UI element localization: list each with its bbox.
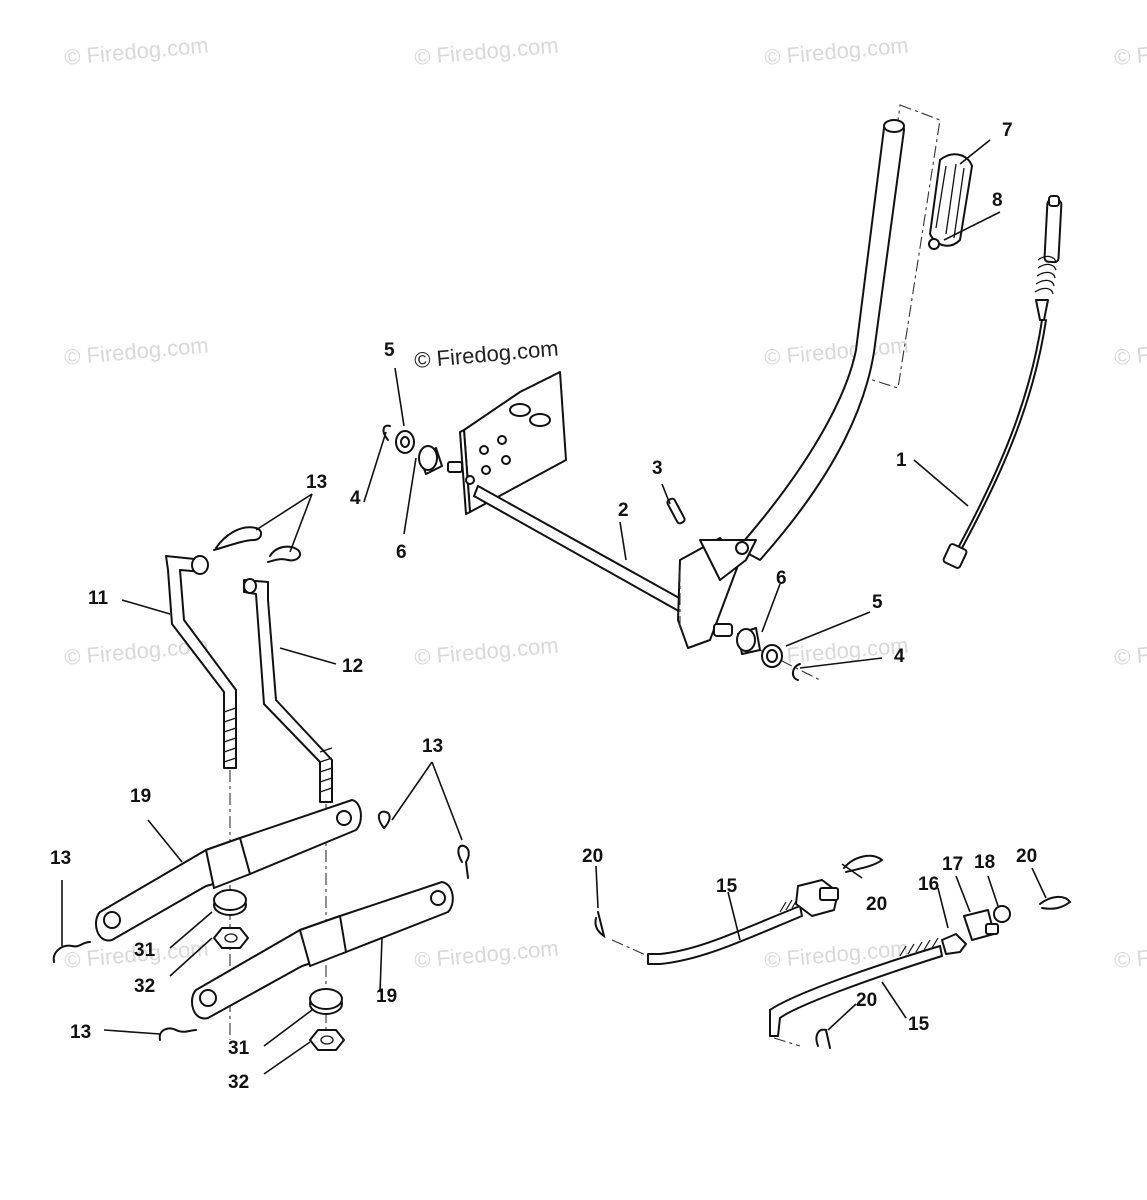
part-lift-shaft: [473, 485, 821, 681]
part-spacer-nut-lower: [309, 988, 345, 1051]
parts-left-fasteners: [382, 424, 463, 475]
callout-31: 31: [228, 1038, 250, 1059]
callout-6: 6: [776, 568, 787, 589]
callout-4: 4: [894, 646, 905, 667]
callout-2: 2: [618, 500, 629, 521]
callout-32: 32: [134, 976, 155, 997]
callout-11: 11: [88, 588, 109, 609]
watermark: © Firedog.com: [413, 935, 559, 973]
callout-20: 20: [856, 990, 877, 1011]
callout-15: 15: [908, 1014, 930, 1035]
callout-6: 6: [396, 542, 407, 563]
leader-lines: [61, 139, 1047, 1075]
callout-20: 20: [1016, 846, 1037, 867]
part-clips-top: [213, 526, 302, 563]
callout-5: 5: [384, 340, 395, 361]
part-lift-arm-lower: [191, 881, 454, 1020]
watermark: © Firedog.com: [763, 32, 909, 70]
callout-13: 13: [70, 1022, 91, 1043]
part-hitch-pins: [594, 854, 1072, 1049]
callout-18: 18: [974, 852, 995, 873]
part-lift-arm-upper: [95, 799, 362, 942]
callout-13: 13: [422, 736, 443, 757]
watermark-prominent: © Firedog.com: [413, 335, 559, 373]
callout-13: 13: [50, 848, 71, 869]
watermark: © Firedog.com: [1113, 32, 1147, 70]
callout-19: 19: [130, 786, 151, 807]
watermark: © Firedog.com: [63, 32, 209, 70]
watermark: © Firedog.com: [763, 332, 909, 370]
watermark: © Firedog.com: [63, 332, 209, 370]
callout-5: 5: [872, 592, 883, 613]
part-rod-lower: [769, 905, 1011, 1047]
watermark: © Firedog.com: [1113, 935, 1147, 973]
part-rod-upper: [611, 879, 839, 965]
callout-32: 32: [228, 1072, 249, 1093]
part-lift-rod-11: [165, 555, 237, 1040]
watermark: © Firedog.com: [1113, 632, 1147, 670]
callout-4: 4: [350, 488, 361, 509]
part-shift-lever: [737, 119, 905, 561]
callout-16: 16: [918, 874, 939, 895]
part-grip: [865, 104, 973, 389]
callout-8: 8: [992, 190, 1003, 211]
callout-17: 17: [942, 854, 963, 875]
callout-15: 15: [716, 876, 738, 897]
callout-13: 13: [306, 472, 327, 493]
callout-31: 31: [134, 940, 156, 961]
callout-20: 20: [866, 894, 887, 915]
watermark: © Firedog.com: [413, 632, 559, 670]
callout-20: 20: [582, 846, 603, 867]
watermark: © Firedog.com: [1113, 332, 1147, 370]
part-spacer-nut-upper: [213, 889, 249, 949]
watermark: © Firedog.com: [413, 32, 559, 70]
callout-19: 19: [376, 986, 397, 1007]
callout-1: 1: [896, 450, 907, 471]
part-clips-side: [52, 810, 470, 1041]
part-cable: [942, 195, 1063, 569]
part-mounting-plate: [459, 371, 567, 515]
parts-right-fasteners: [736, 627, 801, 681]
callout-12: 12: [342, 656, 363, 677]
part-roll-pin: [666, 497, 686, 525]
callout-7: 7: [1002, 120, 1013, 141]
callout-3: 3: [652, 458, 663, 479]
callout-labels: 1 2 3 4 5 6 7 8 11 12 13 13 13 13 19 19 …: [50, 120, 1037, 1093]
